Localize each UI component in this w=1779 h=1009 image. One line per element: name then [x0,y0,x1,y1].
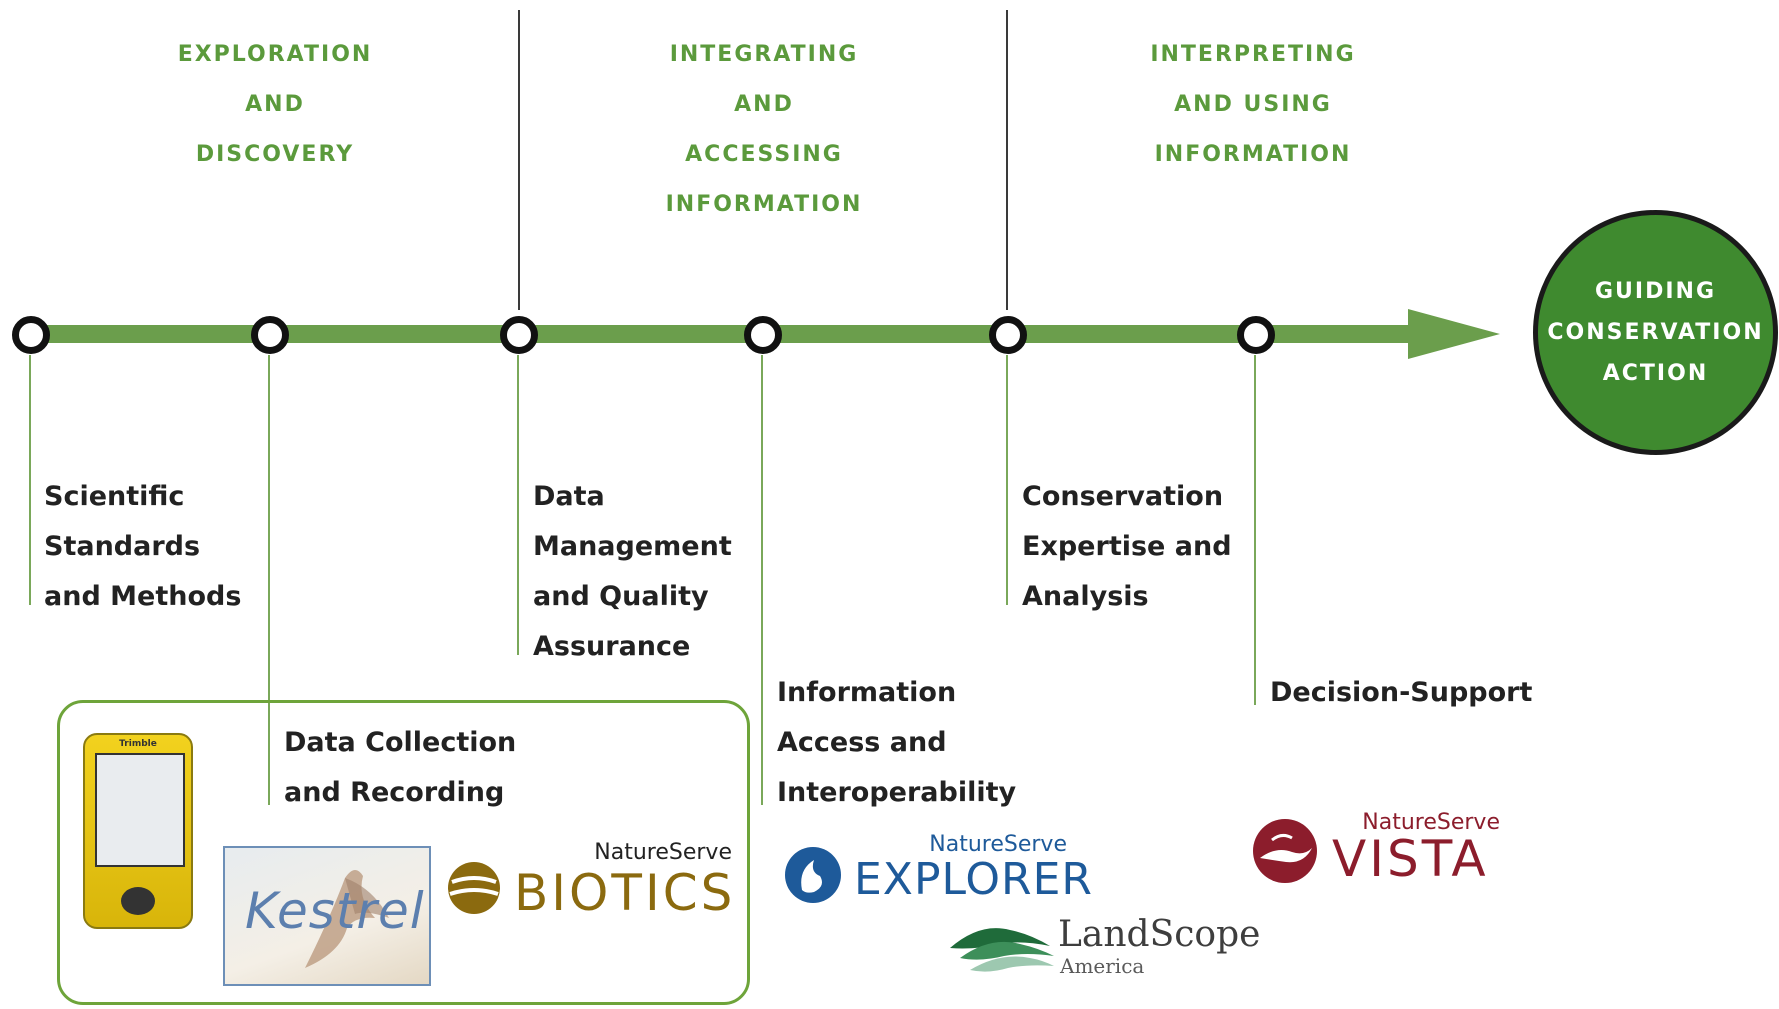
goal-line: CONSERVATION [1547,320,1764,345]
kestrel-wordmark: Kestrel [245,882,425,940]
milestone-conservation-expertise: Conservation Expertise and Analysis [1022,472,1232,622]
timeline-stem [517,355,519,655]
milestone-line: Information [777,677,957,708]
milestone-decision-support: Decision-Support [1270,668,1532,718]
phase-divider [518,10,520,310]
milestone-line: Assurance [533,631,691,662]
phase-line: INTEGRATING [669,42,859,67]
phase-line: INTERPRETING [1150,42,1356,67]
data-collection-tools-box [57,700,750,1005]
natureserve-vista-logo: NatureServe VISTA [1250,810,1510,890]
biotics-wordmark: BIOTICS [514,864,736,922]
milestone-line: Standards [44,531,201,562]
milestone-data-management: Data Management and Quality Assurance [533,472,732,672]
explorer-org-name: NatureServe [929,832,1067,857]
phase-heading-interpreting: INTERPRETING AND USING INFORMATION [1103,30,1403,180]
goal-line: ACTION [1602,361,1709,386]
kestrel-logo: Kestrel [223,846,431,986]
biotics-sphere-icon [448,862,500,914]
phase-line: EXPLORATION [177,42,373,67]
phase-line: INFORMATION [1154,142,1352,167]
timeline-node [500,316,538,354]
milestone-line: and Recording [284,777,505,808]
milestone-line: Scientific [44,481,185,512]
natureserve-biotics-logo: NatureServe BIOTICS [440,840,740,940]
phase-line: AND [245,92,305,117]
natureserve-explorer-logo: NatureServe EXPLORER [784,832,1092,912]
phase-heading-exploration: EXPLORATION AND DISCOVERY [125,30,425,180]
milestone-line: and Methods [44,581,242,612]
timeline-node [989,316,1027,354]
phase-line: AND USING [1174,92,1332,117]
landscope-subtitle: America [1060,954,1145,978]
milestone-line: Expertise and [1022,531,1232,562]
timeline-node [744,316,782,354]
phase-line: INFORMATION [665,192,863,217]
milestone-line: and Quality [533,581,709,612]
goal-guiding-conservation-action: GUIDING CONSERVATION ACTION [1533,210,1778,455]
biotics-org-name: NatureServe [594,840,732,865]
milestone-line: Data [533,481,605,512]
vista-emblem-icon [1253,819,1317,883]
phase-divider [1006,10,1008,310]
milestone-line: Conservation [1022,481,1224,512]
timeline-stem [1254,355,1256,705]
landscope-wordmark: LandScope [1058,914,1261,955]
device-dpad [121,887,155,915]
milestone-line: Management [533,531,732,562]
explorer-badge-icon [785,847,841,903]
milestone-information-access: Information Access and Interoperability [777,668,1016,818]
vista-wordmark: VISTA [1332,830,1489,888]
phase-line: DISCOVERY [195,142,355,167]
landscope-hills-icon [950,928,1054,972]
timeline-stem [268,355,270,805]
milestone-line: Analysis [1022,581,1149,612]
vista-org-name: NatureServe [1362,810,1500,835]
timeline-node [251,316,289,354]
kestrel-bird-icon [305,869,389,968]
milestone-data-collection: Data Collection and Recording [284,718,516,818]
milestone-line: Decision-Support [1270,677,1533,708]
milestone-line: Interoperability [777,777,1017,808]
device-screen [95,753,185,867]
milestone-scientific-standards: Scientific Standards and Methods [44,472,241,622]
handheld-gps-device-image: Trimble [83,733,193,929]
device-brand: Trimble [119,739,157,749]
timeline-arrowhead [1408,309,1500,359]
timeline-node [1237,316,1275,354]
milestone-line: Access and [777,727,947,758]
timeline-bar [30,325,1410,343]
milestone-line: Data Collection [284,727,517,758]
goal-line: GUIDING [1594,279,1717,304]
timeline-node [12,316,50,354]
landscope-america-logo: LandScope America [950,910,1260,980]
phase-heading-integrating: INTEGRATING AND ACCESSING INFORMATION [614,30,914,230]
phase-line: ACCESSING [685,142,843,167]
phase-line: AND [734,92,794,117]
explorer-wordmark: EXPLORER [854,854,1093,905]
timeline-stem [761,355,763,805]
timeline-stem [1006,355,1008,605]
timeline-stem [29,355,31,605]
